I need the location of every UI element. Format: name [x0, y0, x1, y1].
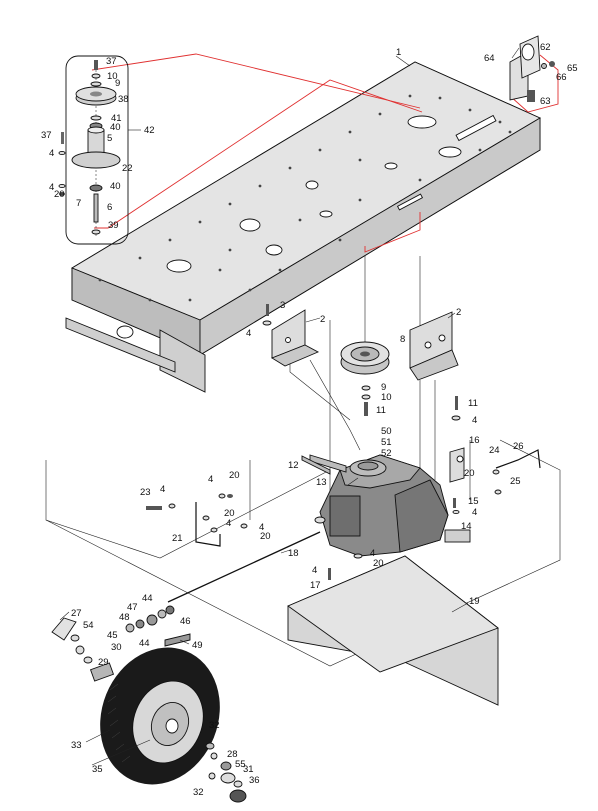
callout-11-pulley: 11: [376, 405, 386, 416]
callout-11-right: 11: [468, 398, 478, 409]
callout-48: 48: [119, 612, 130, 623]
callout-7: 7: [76, 198, 81, 209]
callout-47: 47: [127, 602, 138, 613]
callout-42: 42: [144, 125, 155, 136]
callout-4-transaxle-right: 4: [472, 507, 477, 518]
callout-32-lower: 32: [193, 787, 204, 798]
callout-18: 18: [288, 548, 299, 559]
part-2-bracket-left: [262, 304, 320, 367]
callout-33: 33: [71, 740, 82, 751]
part-12-pin: [301, 455, 331, 475]
callout-51: 51: [381, 437, 392, 448]
callout-52: 52: [381, 448, 392, 459]
callout-49: 49: [192, 640, 203, 651]
part-42-pulley-stack: [58, 55, 129, 245]
callout-9-pulley: 9: [381, 382, 386, 393]
callout-4-center: 4: [259, 522, 264, 533]
callout-numbers: 1 2 2 3 4 4 4 4 4 4 4 4 4 4 4 5 6 7 8 9 …: [41, 42, 578, 798]
callout-5: 5: [107, 133, 112, 144]
callout-20-left-top: 20: [229, 470, 240, 481]
callout-4-bracket: 4: [246, 328, 251, 339]
callout-40-upper: 40: [110, 122, 121, 133]
callout-36: 36: [249, 775, 260, 786]
callout-37-stack: 37: [106, 56, 117, 67]
callout-4-transaxle: 4: [370, 548, 375, 559]
callout-4-stack-upper: 4: [49, 148, 54, 159]
part-27-bracket: [51, 617, 80, 642]
callout-65: 65: [567, 63, 578, 74]
callout-10-pulley: 10: [381, 392, 392, 403]
callout-12: 12: [288, 460, 299, 471]
callout-4-left-upper: 4: [208, 474, 213, 485]
callout-55: 55: [235, 759, 246, 770]
callout-22: 22: [122, 163, 133, 174]
chassis-frame: [65, 61, 541, 393]
callout-38: 38: [118, 94, 129, 105]
callout-3: 3: [280, 300, 285, 311]
callout-31: 31: [243, 764, 254, 775]
callout-41: 41: [111, 113, 122, 124]
callout-29: 29: [98, 657, 109, 668]
callout-28: 28: [227, 749, 238, 760]
callout-63: 63: [540, 96, 551, 107]
callout-66: 66: [556, 72, 567, 83]
callout-25: 25: [510, 476, 521, 487]
callout-4-bottom: 4: [312, 565, 317, 576]
callout-2-left: 2: [320, 314, 325, 325]
callout-15: 15: [468, 496, 479, 507]
callout-44-upper: 44: [142, 593, 153, 604]
callout-21: 21: [172, 533, 183, 544]
callout-20-transaxle: 20: [373, 558, 384, 569]
part-18-control-rod: [167, 531, 321, 603]
callout-9-stack: 9: [115, 78, 120, 89]
callout-10-stack: 10: [107, 71, 118, 82]
callout-23: 23: [140, 487, 151, 498]
leader-lines: [59, 47, 520, 766]
callout-46: 46: [180, 616, 191, 627]
callout-20-left-mid: 20: [224, 508, 235, 519]
wheel-hub-hardware: [205, 742, 247, 803]
callout-50: 50: [381, 426, 392, 437]
callout-30: 30: [111, 642, 122, 653]
transaxle-input-pulley: [340, 341, 390, 416]
callout-4-left-mid: 4: [226, 518, 231, 529]
callout-20-stack: 20: [54, 189, 65, 200]
callout-6: 6: [107, 202, 112, 213]
callout-17: 17: [310, 580, 321, 591]
callout-26: 26: [513, 441, 524, 452]
callout-2-right: 2: [456, 307, 461, 318]
callout-14: 14: [461, 521, 472, 532]
callout-44-lower: 44: [139, 638, 150, 649]
transaxle: [309, 454, 471, 580]
callout-37-side: 37: [41, 130, 52, 141]
callout-40-lower: 40: [110, 181, 121, 192]
callout-20-right: 20: [464, 468, 475, 479]
callout-64: 64: [484, 53, 495, 64]
callout-45: 45: [107, 630, 118, 641]
callout-39: 39: [108, 220, 119, 231]
rear-wheel-tire: [100, 647, 220, 785]
callout-19: 19: [469, 596, 480, 607]
callout-16: 16: [469, 435, 480, 446]
parts-62-66-bracket: [509, 35, 555, 102]
callout-54: 54: [83, 620, 94, 631]
callout-4-stack-lower: 4: [49, 182, 54, 193]
callout-62: 62: [540, 42, 551, 53]
parts-44-49-linkage: [75, 605, 191, 682]
bracket-hardware: [449, 396, 541, 515]
callout-27: 27: [71, 608, 82, 619]
parts-21-23-bracket: [146, 493, 248, 547]
callout-32-upper: 32: [209, 720, 220, 731]
callout-4-right: 4: [472, 415, 477, 426]
part-19-cover-plate: [287, 555, 499, 706]
part-2-bracket-right: [409, 311, 459, 381]
callout-13: 13: [316, 477, 327, 488]
callout-20-center: 20: [260, 531, 271, 542]
callout-4-left: 4: [160, 484, 165, 495]
callout-1: 1: [396, 47, 401, 58]
callout-8: 8: [400, 334, 405, 345]
callout-35: 35: [92, 764, 103, 775]
callout-24: 24: [489, 445, 500, 456]
